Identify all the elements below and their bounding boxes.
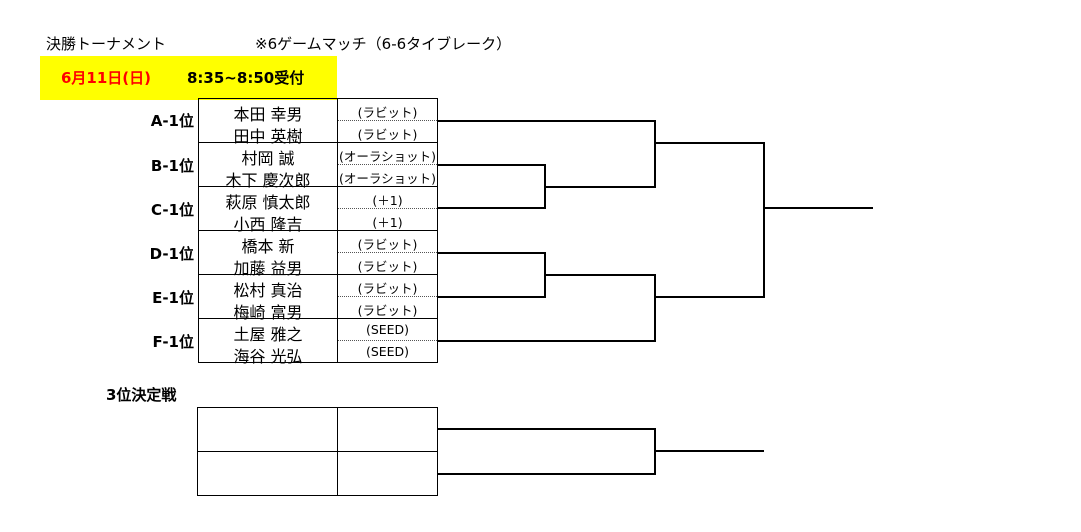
pair-divider: [338, 340, 437, 341]
player-club: (SEED): [365, 344, 410, 359]
player-club: (オーラショット): [338, 171, 436, 186]
reception-time: 8:35~8:50受付: [187, 69, 305, 87]
bracket-line: [437, 164, 545, 166]
row-separator: [198, 142, 438, 143]
match-rule-note: ※6ゲームマッチ（6-6タイブレーク）: [255, 35, 512, 53]
bracket-line: [437, 120, 655, 122]
seed-label-e: E-1位: [152, 289, 194, 307]
bracket-line: [654, 120, 656, 188]
player-name: 村岡 誠: [241, 149, 295, 168]
player-name: 橋本 新: [241, 237, 295, 256]
row-separator: [198, 230, 438, 231]
bracket-line: [544, 186, 655, 188]
table-border-top: [198, 98, 438, 99]
pair-divider: [338, 252, 437, 253]
seed-label-d: D-1位: [149, 245, 194, 263]
row-separator: [197, 451, 438, 452]
row-separator: [198, 318, 438, 319]
bracket-line: [763, 142, 765, 298]
event-date: 6月11日(日): [61, 69, 152, 87]
champion-line: [763, 207, 873, 209]
seed-label-f: F-1位: [152, 333, 194, 351]
bracket-line: [654, 142, 764, 144]
player-club: (ラビット): [357, 127, 418, 142]
bracket-line: [437, 340, 655, 342]
page-title: 決勝トーナメント: [46, 35, 167, 53]
player-club: (ラビット): [357, 105, 418, 120]
player-club: (ラビット): [357, 237, 418, 252]
date-banner: 6月11日(日) 8:35~8:50受付: [40, 56, 337, 100]
bracket-line: [437, 473, 655, 475]
player-name: 田中 英樹: [233, 127, 303, 146]
seed-label-a: A-1位: [150, 112, 194, 130]
pair-divider: [338, 164, 437, 165]
player-club: (ラビット): [357, 281, 418, 296]
player-club: (＋1): [372, 215, 403, 230]
player-club: (SEED): [365, 322, 410, 337]
bracket-line: [544, 274, 655, 276]
player-name: 土屋 雅之: [233, 325, 303, 344]
row-separator: [198, 186, 438, 187]
player-name: 木下 慶次郎: [225, 171, 311, 190]
bracket-line: [654, 296, 764, 298]
table-border-bottom: [198, 362, 438, 363]
player-name: 海谷 光弘: [233, 347, 303, 366]
player-club: (＋1): [372, 193, 403, 208]
player-name: 松村 真治: [233, 281, 303, 300]
pair-divider: [338, 120, 437, 121]
winner-line: [654, 450, 764, 452]
table-border-bottom: [197, 495, 438, 496]
player-name: 加藤 益男: [233, 259, 303, 278]
player-club: (ラビット): [357, 259, 418, 274]
third-place-title: 3位決定戦: [106, 386, 177, 404]
pair-divider: [338, 208, 437, 209]
bracket-line: [654, 274, 656, 342]
player-name: 小西 隆吉: [233, 215, 303, 234]
player-club: (オーラショット): [338, 149, 436, 164]
table-border-top: [197, 407, 438, 408]
seed-label-b: B-1位: [150, 157, 194, 175]
player-name: 梅崎 富男: [233, 303, 303, 322]
row-separator: [198, 274, 438, 275]
player-name: 萩原 慎太郎: [225, 193, 311, 212]
bracket-line: [437, 296, 545, 298]
player-club: (ラビット): [357, 303, 418, 318]
bracket-line: [437, 428, 655, 430]
bracket-line: [437, 207, 545, 209]
bracket-line: [437, 252, 545, 254]
seed-label-c: C-1位: [150, 201, 194, 219]
player-name: 本田 幸男: [233, 105, 303, 124]
pair-divider: [338, 296, 437, 297]
